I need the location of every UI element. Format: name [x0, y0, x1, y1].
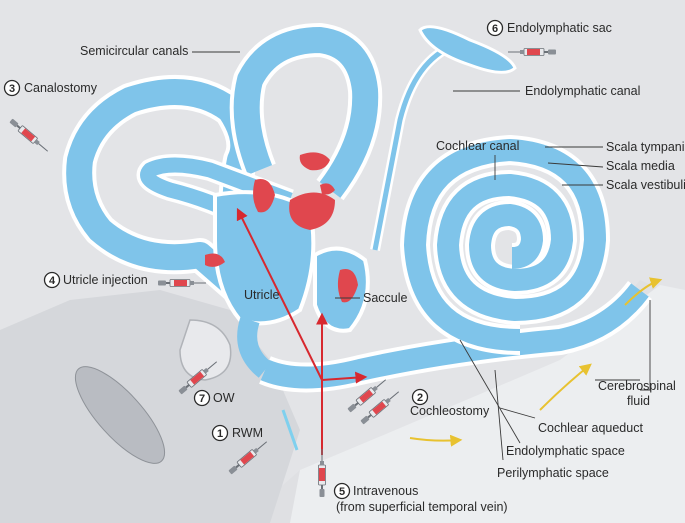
number-5: 5	[339, 486, 345, 498]
label-ow: OW	[213, 391, 235, 405]
number-badge-4	[43, 271, 61, 289]
csf-flow-arrow-2	[539, 363, 592, 411]
label-endolymphatic-space: Endolymphatic space	[506, 444, 625, 458]
basal-cochlear-duct	[260, 283, 649, 389]
label-utricle: Utricle	[244, 288, 279, 302]
label-rwm: RWM	[232, 426, 263, 440]
tympanic-membrane	[74, 366, 166, 464]
label-semicircular-canals: Semicircular canals	[80, 44, 188, 58]
stapes	[179, 319, 232, 381]
label-cerebrospinal-fluid-line2: fluid	[627, 394, 650, 408]
label-endolymphatic-canal: Endolymphatic canal	[525, 84, 640, 98]
number-7: 7	[199, 393, 205, 405]
number-4: 4	[49, 275, 56, 287]
label-canalostomy: Canalostomy	[24, 81, 98, 95]
number-1: 1	[217, 428, 223, 440]
red-pathways	[236, 207, 368, 455]
label-cochleostomy: Cochleostomy	[410, 404, 490, 418]
number-badge-6	[486, 19, 504, 37]
semicircular-canals	[62, 23, 383, 303]
red-blobs	[205, 152, 358, 303]
csf-flow-arrow-1	[409, 434, 463, 447]
csf-flow-arrow-3	[624, 277, 663, 306]
cochlea-spiral	[399, 134, 611, 355]
label-saccule: Saccule	[363, 291, 408, 305]
utricle-body	[213, 190, 316, 326]
endolymphatic-sac	[418, 25, 517, 74]
number-badge-1	[211, 424, 229, 442]
leader-lines	[192, 51, 651, 461]
label-endolymphatic-sac: Endolymphatic sac	[507, 21, 612, 35]
label-cochlear-canal: Cochlear canal	[436, 139, 519, 153]
label-cochlear-aqueduct: Cochlear aqueduct	[538, 421, 643, 435]
label-utricle-injection: Utricle injection	[63, 273, 148, 287]
vestibule-cochlea-link	[237, 316, 272, 378]
label-scala-tympani: Scala tympani	[606, 140, 685, 154]
label-cerebrospinal-fluid-line1: Cerebrospinal	[598, 379, 676, 393]
number-2: 2	[417, 392, 423, 404]
label-intravenous-line2: (from superficial temporal vein)	[336, 500, 508, 514]
number-3: 3	[9, 83, 15, 95]
round-window-membrane	[281, 409, 299, 451]
label-scala-vestibuli: Scala vestibuli	[606, 178, 685, 192]
label-scala-media: Scala media	[606, 159, 675, 173]
label-intravenous-line1: Intravenous	[353, 484, 418, 498]
number-badge-7	[193, 389, 211, 407]
label-perilymphatic-space: Perilymphatic space	[497, 466, 609, 480]
number-6: 6	[492, 23, 498, 35]
number-badge-3	[3, 79, 21, 97]
number-badge-2	[411, 388, 429, 406]
number-badge-5	[333, 482, 351, 500]
